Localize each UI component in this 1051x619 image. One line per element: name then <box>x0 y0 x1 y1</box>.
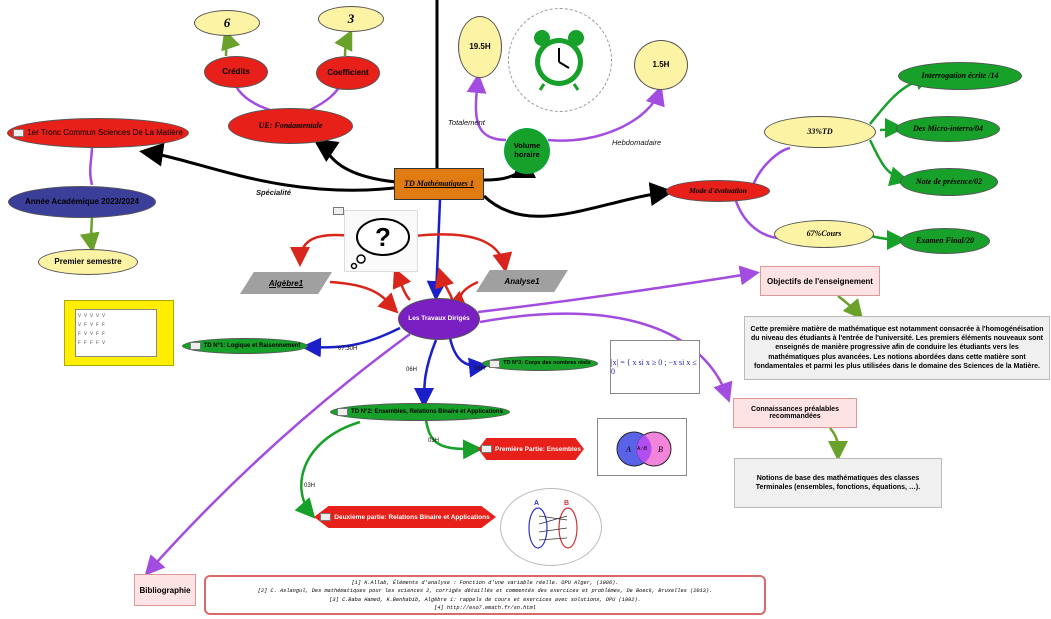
algebre-node[interactable]: Algèbre1 <box>240 272 332 294</box>
hours-06a-label: 06H <box>406 367 418 373</box>
mapping-diagram <box>528 507 578 549</box>
question-bubble-icon: ? <box>350 218 410 270</box>
abs-formula: |x| = { x si x ≥ 0 ; −x si x ≤ 0 <box>611 358 697 376</box>
td2-node[interactable]: TD N°2: Ensembles, Relations Binaire et … <box>330 403 510 421</box>
td1-label: TD N°1: Logique et Raisonnement <box>203 342 301 349</box>
examen-node[interactable]: Examen Final/20 <box>900 228 990 254</box>
partie2-node[interactable]: Deuxième partie: Relations Binaire et Ap… <box>314 506 496 528</box>
ue-node[interactable]: UE: Fondamentale <box>228 108 353 144</box>
question-image: ? <box>333 207 418 272</box>
partie2-label: Deuxième partie: Relations Binaire et Ap… <box>334 513 490 521</box>
coefficient-value: 3 <box>318 6 384 32</box>
mapping-image-frame <box>500 488 602 566</box>
credits-value: 6 <box>194 10 260 36</box>
eval-node[interactable]: Mode d'évaluation <box>666 180 770 202</box>
annee-node[interactable]: Année Académique 2023/2024 <box>8 186 156 218</box>
td2-label: TD N°2: Ensembles, Relations Binaire et … <box>351 408 503 415</box>
tag-icon <box>337 408 349 416</box>
totalement-label: Totalement <box>448 118 485 127</box>
clock-image-frame <box>508 8 612 112</box>
specialite-label: Spécialité <box>256 188 292 197</box>
tag-icon <box>481 445 492 453</box>
hours-03b-label: 03H <box>304 483 316 489</box>
svg-text:?: ? <box>375 222 391 252</box>
map-a-label: A <box>534 500 540 507</box>
prealables-text: Notions de base des mathématiques des cl… <box>734 458 942 508</box>
objectifs-text: Cette première matière de mathématique e… <box>744 316 1050 380</box>
cours67-node[interactable]: 67%Cours <box>774 220 874 248</box>
hours-03a-label: 03H <box>428 438 440 444</box>
prealables-box[interactable]: Connaissances préalables recommandées <box>733 398 857 428</box>
td3-node[interactable]: TD N°3: Corps des nombres réels <box>482 356 598 371</box>
biblio-ref-2: [2] C. Aslangul, Des mathématiques pour … <box>257 588 713 595</box>
tag-icon <box>13 129 25 137</box>
travaux-node[interactable]: Les Travaux Dirigés <box>398 298 480 340</box>
hours-06b-label: 06H <box>474 366 486 372</box>
semestre-node[interactable]: Premier semestre <box>38 249 138 275</box>
center-node[interactable]: TD Mathématiques 1 <box>394 168 484 200</box>
interro-node[interactable]: Interrogation écrite /14 <box>898 62 1022 90</box>
venn-diagram <box>616 431 672 467</box>
alarm-clock-icon <box>534 30 584 91</box>
hebdomadaire-label: Hebdomadaire <box>612 138 662 147</box>
hours-0730-label: 07.30H <box>338 346 358 352</box>
venn-ab-label: A∩B <box>637 446 648 452</box>
weekly-hours: 1.5H <box>634 40 688 90</box>
td3-label: TD N°3: Corps des nombres réels <box>503 360 591 367</box>
coefficient-node[interactable]: Coefficient <box>316 56 380 90</box>
objectifs-box[interactable]: Objectifs de l'enseignement <box>760 266 880 296</box>
tronc-label: 1er Tronc Commun Sciences De La Matière <box>27 128 183 138</box>
partie1-node[interactable]: Première Partie: Ensembles <box>478 438 584 460</box>
tag-icon <box>320 513 332 521</box>
credits-node[interactable]: Crédits <box>204 56 268 88</box>
biblio-ref-3: [3] C.Baba Hamed, K.Benhabib, Algèbre 1:… <box>329 596 641 603</box>
partie1-label: Première Partie: Ensembles <box>495 445 581 453</box>
micro-node[interactable]: Des Micro-interro/04 <box>896 116 1000 142</box>
abs-value-image: |x| = { x si x ≥ 0 ; −x si x ≤ 0 <box>610 340 700 394</box>
volume-label: Volume horaire <box>513 141 541 159</box>
biblio-ref-1: [1] K.Allab, Éléments d'analyse : Foncti… <box>351 580 619 586</box>
map-b-label: B <box>564 500 570 507</box>
tronc-node[interactable]: 1er Tronc Commun Sciences De La Matière <box>7 118 189 148</box>
tag-icon <box>333 207 344 215</box>
venn-a-label: A <box>626 445 631 454</box>
biblio-box[interactable]: Bibliographie <box>134 574 196 606</box>
bibliography-list: [1] K.Allab, Éléments d'analyse : Foncti… <box>204 575 766 615</box>
volume-node[interactable]: Volume horaire <box>504 128 550 174</box>
td1-node[interactable]: TD N°1: Logique et Raisonnement <box>182 338 308 354</box>
biblio-ref-4: [4] http://exo7.emath.fr/sn.html <box>434 605 536 612</box>
total-hours: 19.5H <box>458 16 502 78</box>
venn-b-label: B <box>658 445 663 454</box>
td33-node[interactable]: 33%TD <box>764 116 876 148</box>
tag-icon <box>489 359 501 368</box>
analyse-node[interactable]: Analyse1 <box>476 270 568 292</box>
venn-image: A A∩B B <box>597 418 687 476</box>
tag-icon <box>189 342 201 350</box>
presence-node[interactable]: Note de présence/02 <box>900 168 998 196</box>
